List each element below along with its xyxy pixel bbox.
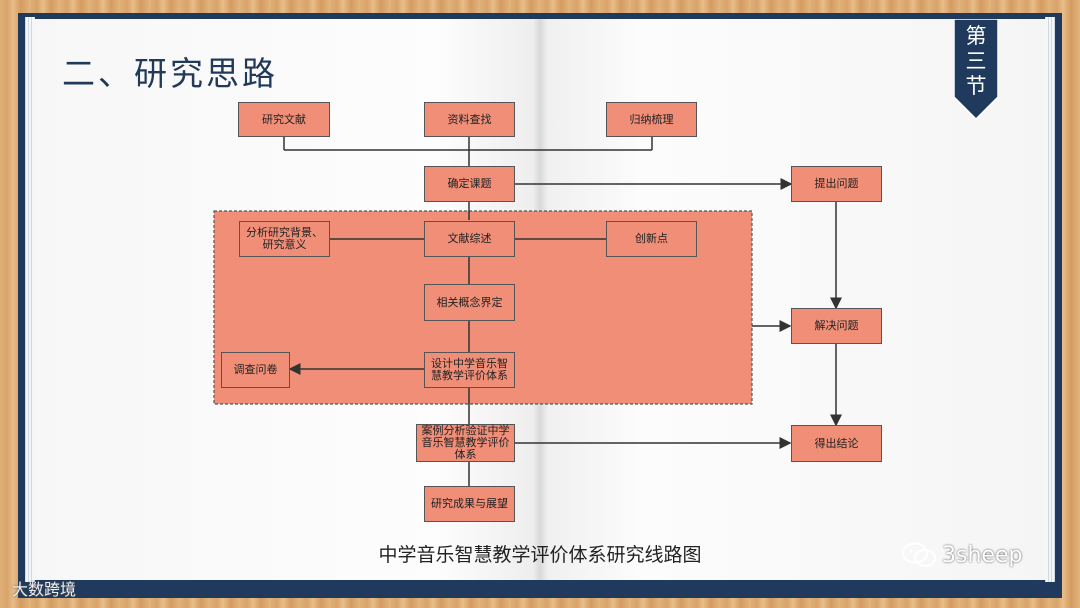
node-data-search: 资料查找	[424, 102, 515, 137]
diagram-caption: 中学音乐智慧教学评价体系研究线路图	[378, 544, 702, 566]
node-outcomes: 研究成果与展望	[424, 486, 515, 522]
watermark-left: 大数跨境	[12, 576, 76, 600]
node-case-analysis: 案例分析验证中学音乐智慧教学评价体系	[416, 424, 515, 462]
page-edge-left	[25, 17, 35, 582]
node-innovation: 创新点	[606, 221, 697, 257]
node-analyze-background: 分析研究背景、研究意义	[239, 221, 330, 257]
ribbon-char-1: 第	[965, 24, 987, 48]
wechat-icon	[902, 542, 936, 567]
node-design-system: 设计中学音乐智慧教学评价体系	[424, 352, 515, 388]
node-raise-problem: 提出问题	[791, 166, 882, 202]
node-summarize: 归纳梳理	[606, 102, 697, 137]
page-edge-right	[1045, 17, 1055, 582]
node-solve-problem: 解决问题	[791, 308, 882, 344]
watermark-right-text: 3sheep	[942, 542, 1023, 568]
node-concept-definition: 相关概念界定	[424, 284, 515, 321]
node-survey: 调查问卷	[221, 352, 290, 388]
section-ribbon	[954, 19, 998, 119]
node-literature-review: 文献综述	[424, 221, 515, 257]
slide-title: 二、研究思路	[62, 54, 278, 93]
node-determine-topic: 确定课题	[424, 166, 515, 202]
section-ribbon-label: 第 三 节	[954, 24, 998, 99]
ribbon-char-3: 节	[965, 74, 987, 98]
node-research-literature: 研究文献	[238, 102, 330, 137]
watermark-right: 3sheep	[902, 542, 1022, 568]
ribbon-char-2: 三	[965, 49, 987, 73]
watermark-left-text: 大数跨境	[12, 580, 77, 599]
node-conclusion: 得出结论	[791, 425, 882, 462]
